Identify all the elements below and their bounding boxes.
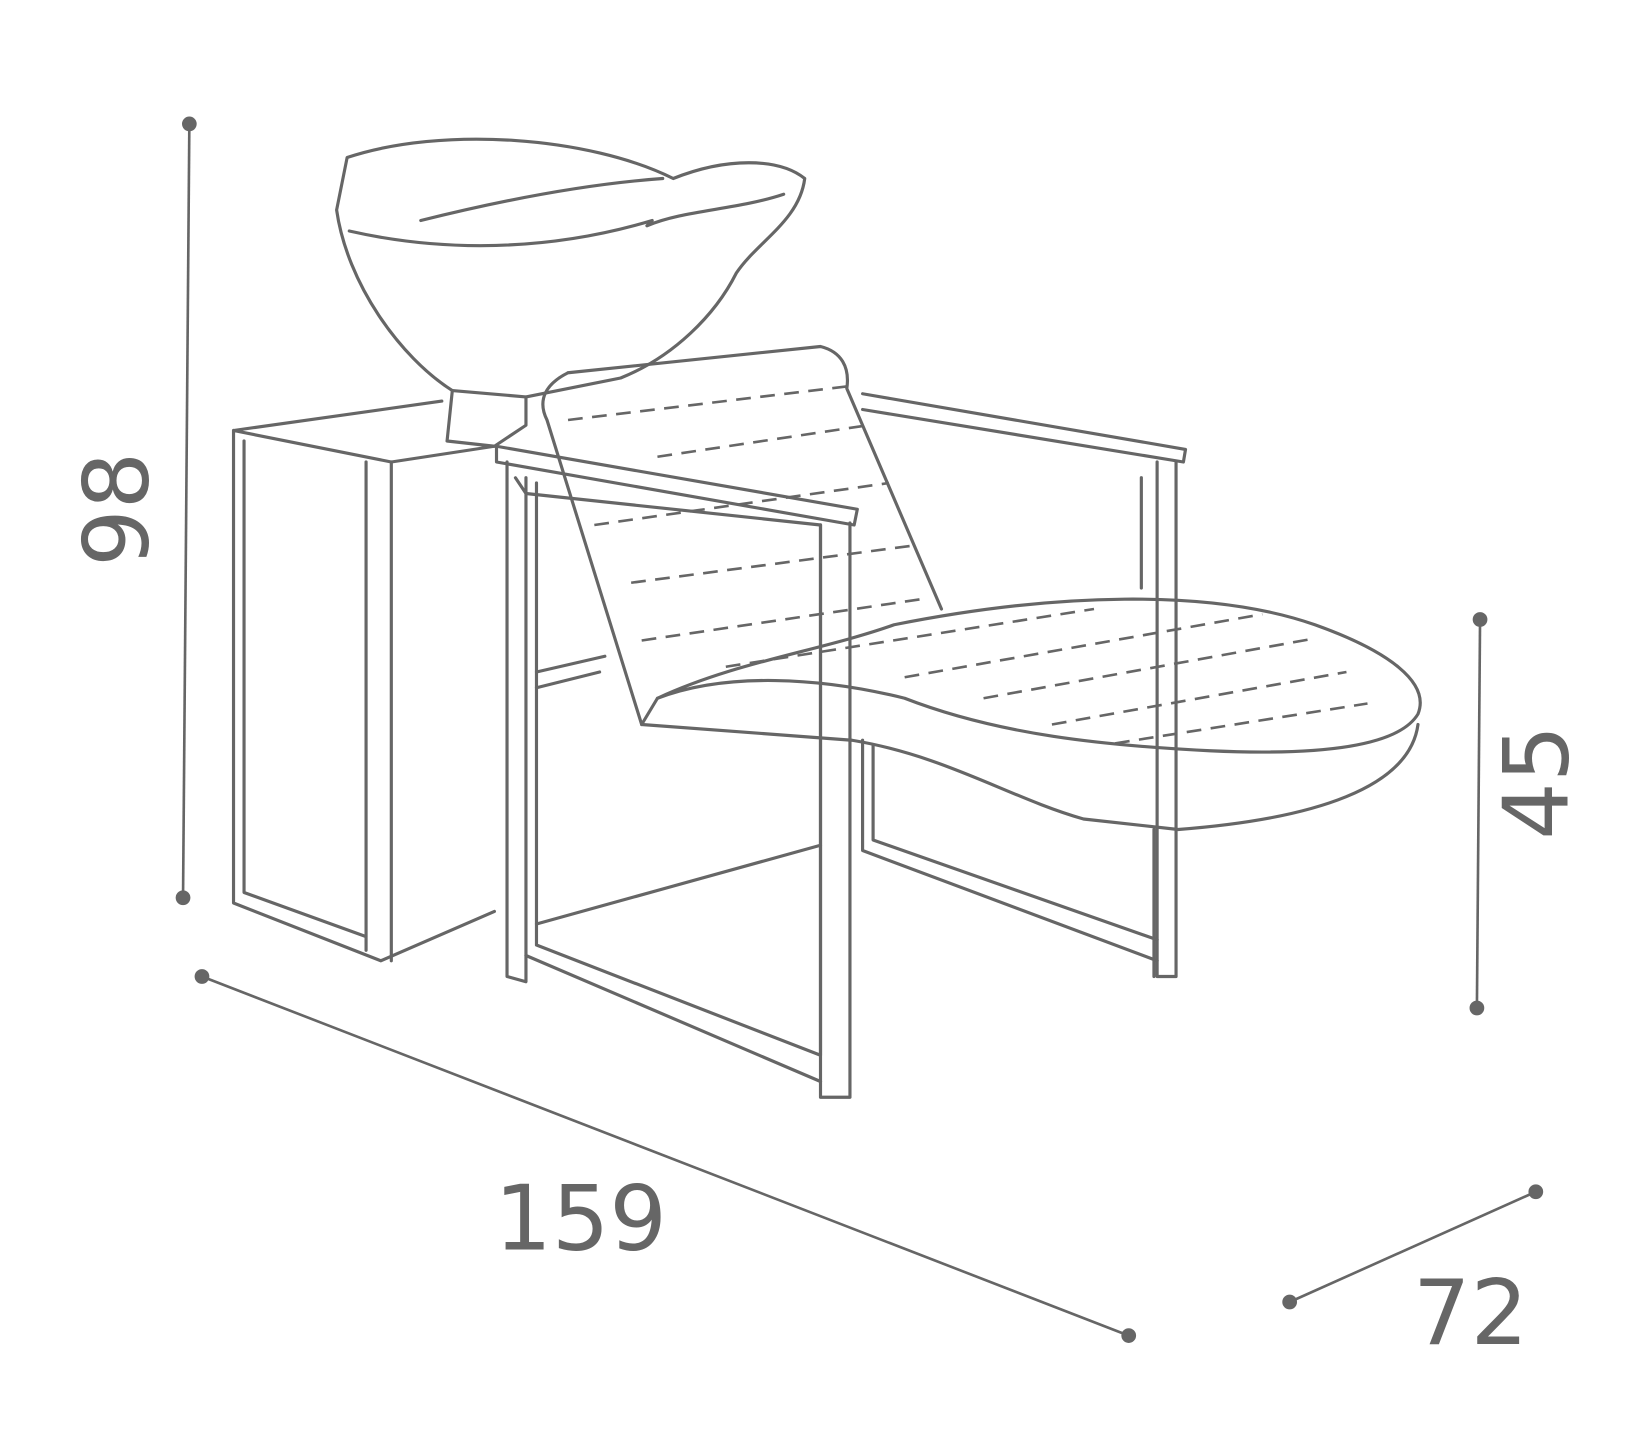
height-dimension: [175, 116, 197, 906]
length-label: 159: [494, 1167, 667, 1272]
seat-height-label: 45: [1484, 725, 1589, 840]
cabinet: [231, 399, 496, 963]
seat-height-dimension: [1469, 612, 1488, 1016]
wash-basin: [335, 137, 807, 448]
chair-frame: [494, 392, 1188, 1099]
seat: [640, 597, 1422, 832]
height-label: 98: [64, 452, 169, 567]
depth-dimension: [1282, 1184, 1544, 1310]
depth-label: 72: [1413, 1261, 1528, 1366]
length-dimension: [194, 969, 1137, 1343]
